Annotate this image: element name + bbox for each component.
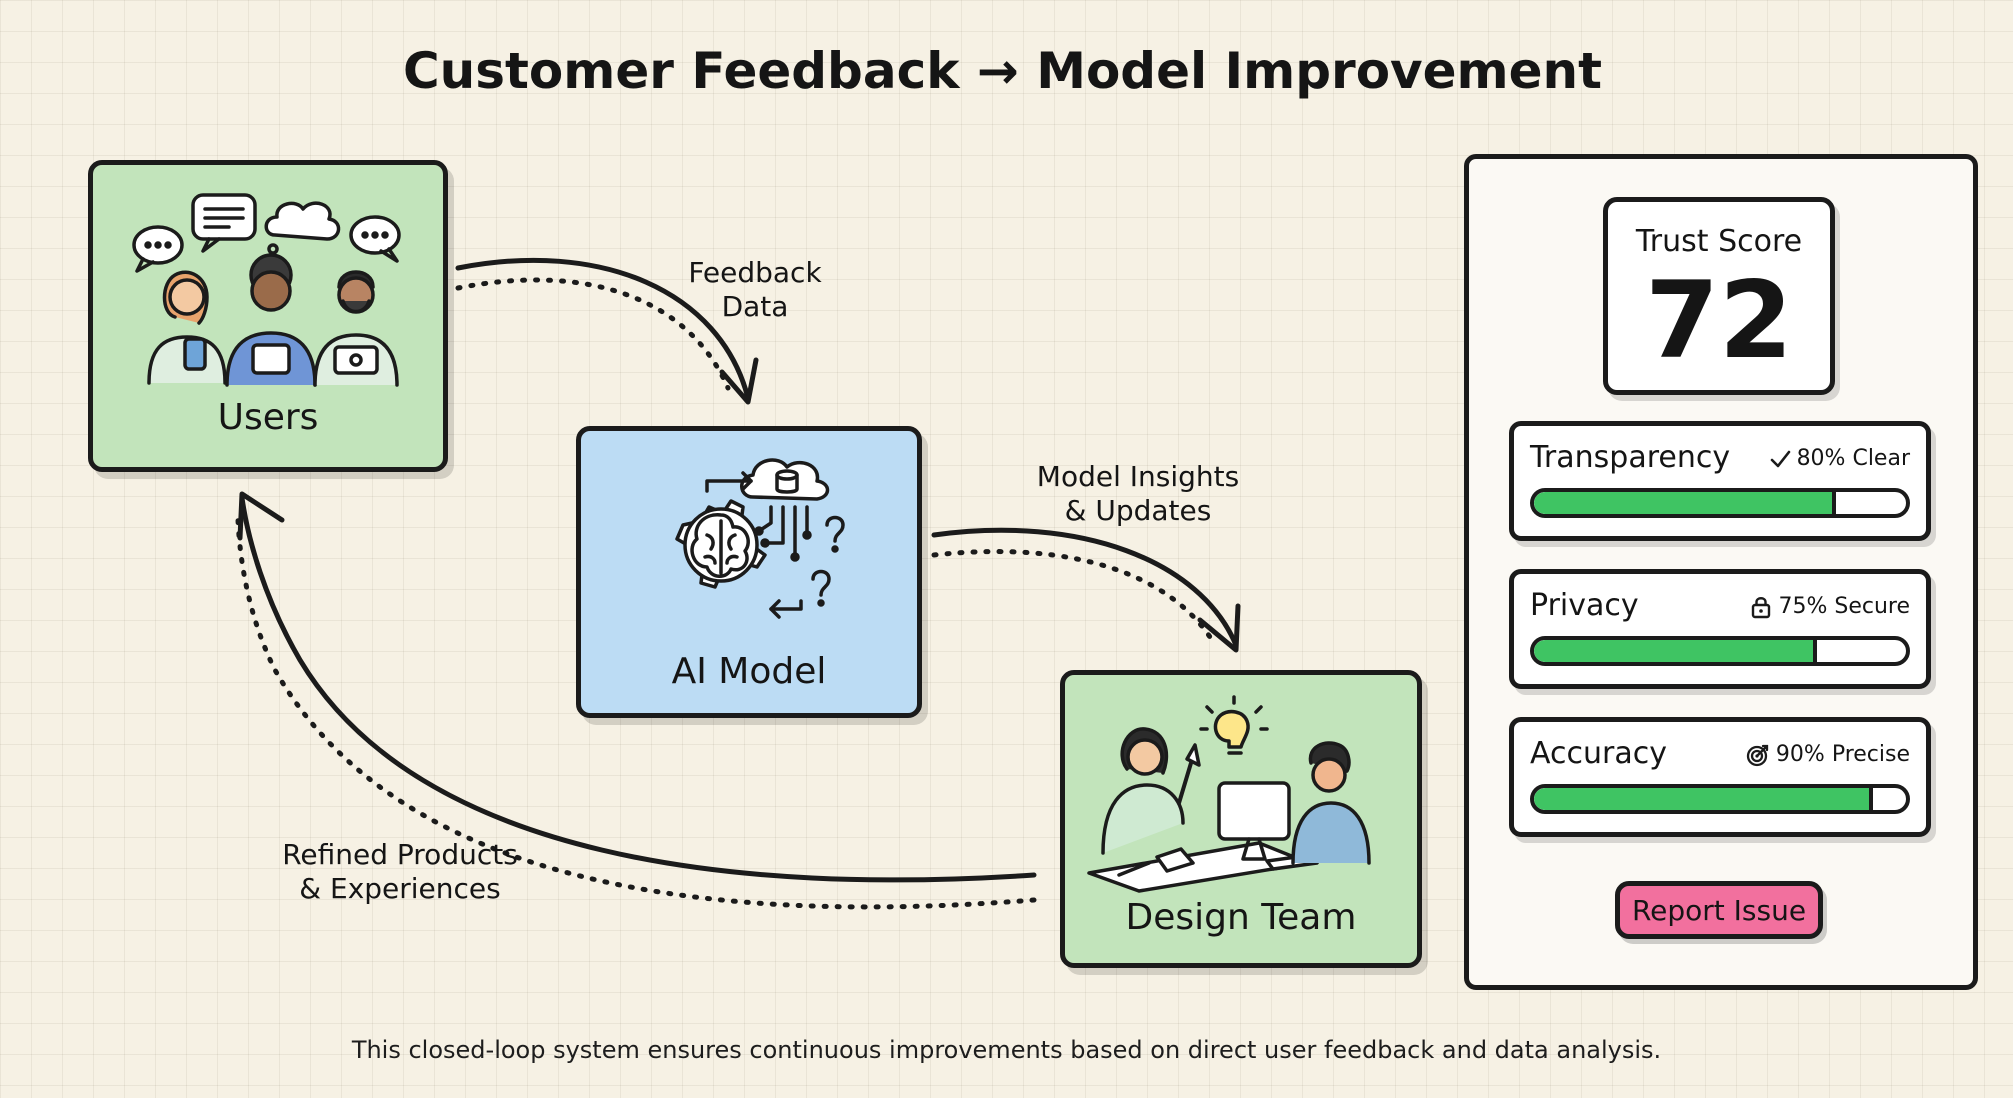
trust-score-label: Trust Score	[1635, 224, 1803, 259]
metric-privacy: Privacy 75% Secure	[1509, 569, 1931, 689]
page-title-text: Customer Feedback → Model Improvement	[402, 42, 1603, 100]
person-bearded-icon	[313, 270, 399, 387]
page-title: Customer Feedback → Model Improvement	[0, 42, 2013, 100]
metric-status: 80% Clear	[1769, 446, 1910, 471]
speech-bubble-icon	[132, 225, 184, 273]
person-woman-icon	[147, 270, 227, 385]
flow-label-insights-line1: Model Insights	[1036, 460, 1240, 493]
arrow-insights-head	[1197, 603, 1241, 653]
users-node: Users	[88, 160, 448, 472]
lightbulb-icon	[1199, 695, 1269, 755]
progress-bar	[1530, 784, 1910, 814]
arrow-insights-solid	[931, 527, 1239, 648]
trust-score-value: 72	[1645, 259, 1793, 382]
message-bubble-icon	[191, 193, 257, 253]
flow-label-insights: Model Insights & Updates	[1010, 460, 1266, 528]
progress-fill	[1534, 788, 1873, 810]
design-team-illustration	[1087, 695, 1371, 893]
arrow-refined-dotted	[235, 517, 1037, 910]
flow-label-refined: Refined Products & Experiences	[260, 838, 540, 906]
arrow-feedback-head	[719, 357, 759, 405]
metric-status: 90% Precise	[1746, 742, 1910, 767]
desk-drawing-icon	[1087, 841, 1311, 893]
progress-bar	[1530, 488, 1910, 518]
arrow-refined-solid	[239, 495, 1037, 883]
flow-label-refined-line2: & Experiences	[299, 872, 501, 905]
trust-score-card: Trust Score 72	[1603, 197, 1835, 395]
cycle-arrow-icon	[705, 471, 803, 619]
arrow-feedback-solid	[455, 257, 751, 401]
users-illustration	[132, 193, 401, 387]
design-team-label: Design Team	[1125, 897, 1357, 938]
progress-fill	[1534, 492, 1836, 514]
arrow-insights-dotted	[931, 549, 1215, 643]
cloud-database-icon	[740, 458, 830, 501]
check-icon	[1770, 450, 1790, 467]
thought-cloud-icon	[262, 201, 341, 264]
report-issue-button[interactable]: Report Issue	[1615, 881, 1823, 939]
metric-name: Privacy	[1530, 588, 1639, 623]
person-man-icon	[225, 253, 317, 387]
flow-label-insights-line2: & Updates	[1064, 494, 1212, 527]
person-developer-icon	[1291, 741, 1371, 865]
metric-name: Transparency	[1530, 440, 1731, 475]
metric-name: Accuracy	[1530, 736, 1667, 771]
arrow-refined-head	[237, 491, 285, 541]
metric-status-text: 80% Clear	[1796, 446, 1910, 471]
metric-accuracy: Accuracy 90% Precise	[1509, 717, 1931, 837]
arrow-feedback-dotted	[455, 277, 731, 391]
ai-model-illustration	[675, 458, 845, 619]
brain-icon	[690, 513, 750, 578]
person-designer-icon	[1101, 727, 1201, 855]
lock-icon	[1752, 596, 1771, 618]
flow-label-feedback-line2: Data	[721, 290, 789, 323]
circuit-lines-icon	[754, 505, 812, 562]
ai-model-label: AI Model	[671, 651, 827, 692]
question-mark-icon	[811, 515, 845, 607]
flow-label-refined-line1: Refined Products	[282, 838, 518, 871]
users-label: Users	[217, 397, 319, 438]
ai-model-node: AI Model	[576, 426, 922, 718]
chat-bubble-icon	[349, 215, 401, 263]
trust-panel: Trust Score 72 Transparency 80% Clear Pr…	[1464, 154, 1978, 990]
metric-transparency: Transparency 80% Clear	[1509, 421, 1931, 541]
flow-label-feedback: Feedback Data	[670, 256, 840, 324]
progress-bar	[1530, 636, 1910, 666]
flow-label-feedback-line1: Feedback	[688, 256, 822, 289]
target-icon	[1746, 744, 1769, 766]
design-team-node: Design Team	[1060, 670, 1422, 968]
metric-status: 75% Secure	[1750, 594, 1910, 619]
caption: This closed-loop system ensures continuo…	[351, 1036, 1662, 1064]
metric-status-text: 90% Precise	[1775, 742, 1910, 767]
progress-fill	[1534, 640, 1817, 662]
metric-status-text: 75% Secure	[1778, 594, 1910, 619]
